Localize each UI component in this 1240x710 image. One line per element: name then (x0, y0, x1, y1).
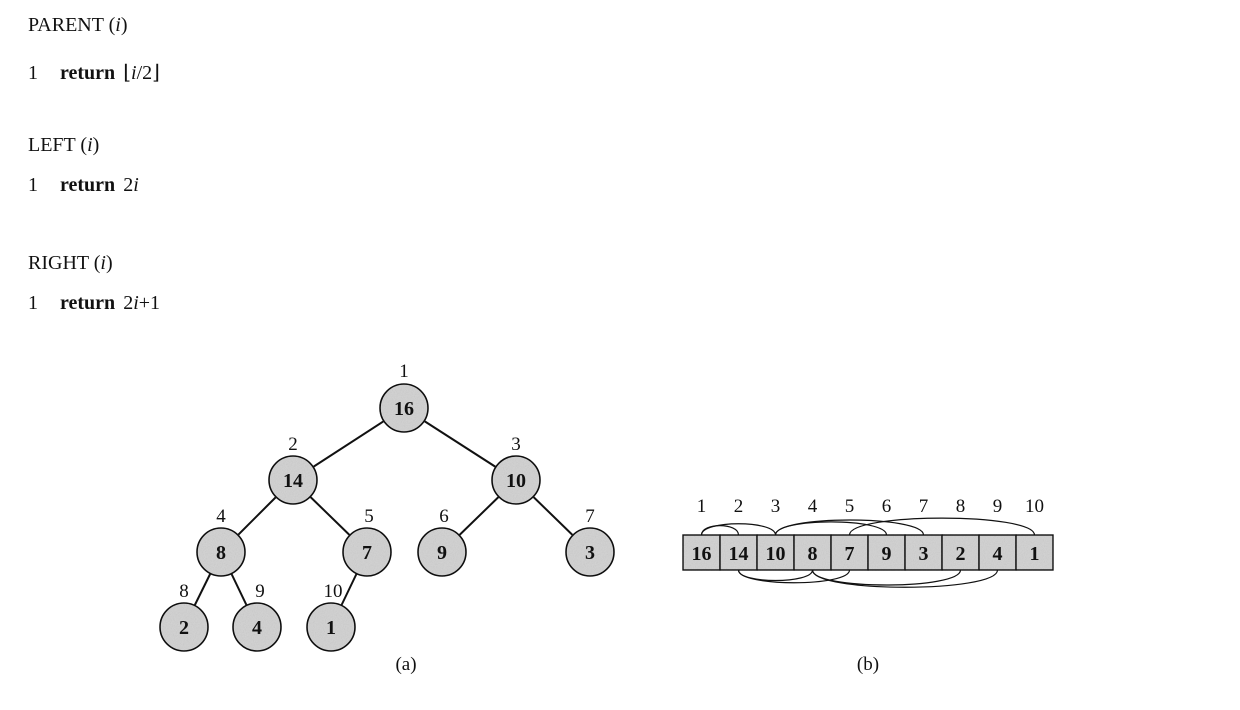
array-cell (682, 534, 721, 571)
expr-pre: 2 (123, 292, 134, 314)
tree-node-index: 9 (255, 581, 265, 602)
line-number: 1 (28, 174, 38, 196)
array-index: 8 (956, 496, 966, 517)
array-index: 9 (993, 496, 1003, 517)
tree-node-value: 10 (506, 470, 526, 492)
tree-node-index: 10 (324, 581, 343, 602)
tree-node-value: 7 (362, 542, 372, 564)
tree-node-index: 7 (585, 506, 595, 527)
procedure-body-left: 1 return 2i (28, 174, 139, 197)
array-index: 3 (771, 496, 781, 517)
heap-tree: 16 1 14 2 10 3 8 4 7 5 9 6 3 7 2 8 4 9 1 10 (159, 361, 615, 652)
array-cell-value: 4 (993, 543, 1003, 565)
expr-post: +1 (138, 292, 161, 314)
expr-pre: 2 (123, 174, 134, 196)
tree-node (232, 602, 282, 652)
array-cell-value: 2 (956, 543, 966, 565)
procedure-name: LEFT (28, 134, 76, 156)
array-arc (700, 523, 777, 536)
array-arc (774, 519, 925, 536)
tree-node (565, 527, 615, 577)
procedure-param: i (115, 14, 121, 36)
tree-node-value: 9 (437, 542, 447, 564)
array-index: 5 (845, 496, 855, 517)
array-cell (756, 534, 795, 571)
line-number: 1 (28, 292, 38, 314)
array-arc (811, 569, 999, 588)
array-cell (793, 534, 832, 571)
array-arc (848, 517, 1036, 536)
keyword: return (60, 174, 116, 196)
tree-node-index: 2 (288, 434, 298, 455)
array-cell-value: 10 (766, 543, 786, 565)
tree-node (342, 527, 392, 577)
array-arc (737, 569, 851, 584)
tree-node-value: 16 (394, 398, 414, 420)
array-cell (941, 534, 980, 571)
procedure-body-right: 1 return 2i+1 (28, 292, 160, 315)
tree-node-index: 6 (439, 506, 449, 527)
array-index: 2 (734, 496, 744, 517)
expr-pre: ⌊ (123, 62, 131, 84)
tree-node-value: 2 (179, 617, 189, 639)
expr-var: i (133, 292, 139, 314)
tree-node-index: 1 (399, 361, 409, 382)
array-cell-value: 9 (882, 543, 892, 565)
caption-b: (b) (857, 654, 879, 675)
procedure-param: i (100, 252, 106, 274)
procedure-body-parent: 1 return ⌊i/2⌋ (28, 60, 160, 85)
expr-post: /2⌋ (136, 62, 160, 84)
procedure-name: PARENT (28, 14, 104, 36)
array-cell-value: 14 (729, 543, 749, 565)
tree-node (306, 602, 356, 652)
tree-node (196, 527, 246, 577)
tree-node (268, 455, 318, 505)
tree-node-value: 8 (216, 542, 226, 564)
array-cell (1015, 534, 1054, 571)
array-index: 6 (882, 496, 892, 517)
array-cell-value: 1 (1030, 543, 1040, 565)
array-arc (737, 569, 814, 582)
procedure-header-right: RIGHT (i) (28, 252, 113, 274)
tree-node (159, 602, 209, 652)
procedure-name: RIGHT (28, 252, 89, 274)
tree-node-index: 4 (216, 506, 226, 527)
caption-a: (a) (395, 654, 416, 675)
expr-var: i (133, 174, 139, 196)
heap-array: 16 1 14 2 10 3 8 4 7 5 9 6 3 7 2 8 4 9 1 10 (682, 496, 1054, 588)
procedure-header-left: LEFT (i) (28, 134, 100, 156)
tree-node (379, 383, 429, 433)
tree-node (417, 527, 467, 577)
keyword: return (60, 292, 116, 314)
keyword: return (60, 62, 116, 84)
array-cell (719, 534, 758, 571)
procedure-param: i (87, 134, 93, 156)
tree-node-value: 4 (252, 617, 262, 639)
array-cell (978, 534, 1017, 571)
array-index: 10 (1025, 496, 1044, 517)
tree-node-index: 3 (511, 434, 521, 455)
tree-node-index: 8 (179, 581, 189, 602)
tree-node (491, 455, 541, 505)
array-index: 1 (697, 496, 707, 517)
array-arc (700, 525, 740, 536)
array-index: 7 (919, 496, 929, 517)
array-index: 4 (808, 496, 818, 517)
tree-node-value: 1 (326, 617, 336, 639)
array-cell-value: 7 (845, 543, 855, 565)
line-number: 1 (28, 62, 38, 84)
array-arc (811, 569, 962, 586)
procedure-header-parent: PARENT (i) (28, 14, 128, 36)
tree-node-index: 5 (364, 506, 374, 527)
array-cell-value: 16 (692, 543, 712, 565)
expr-var: i (131, 62, 137, 84)
tree-node-value: 14 (283, 470, 303, 492)
array-cell-value: 3 (919, 543, 929, 565)
array-cell-value: 8 (808, 543, 818, 565)
tree-node-value: 3 (585, 542, 595, 564)
